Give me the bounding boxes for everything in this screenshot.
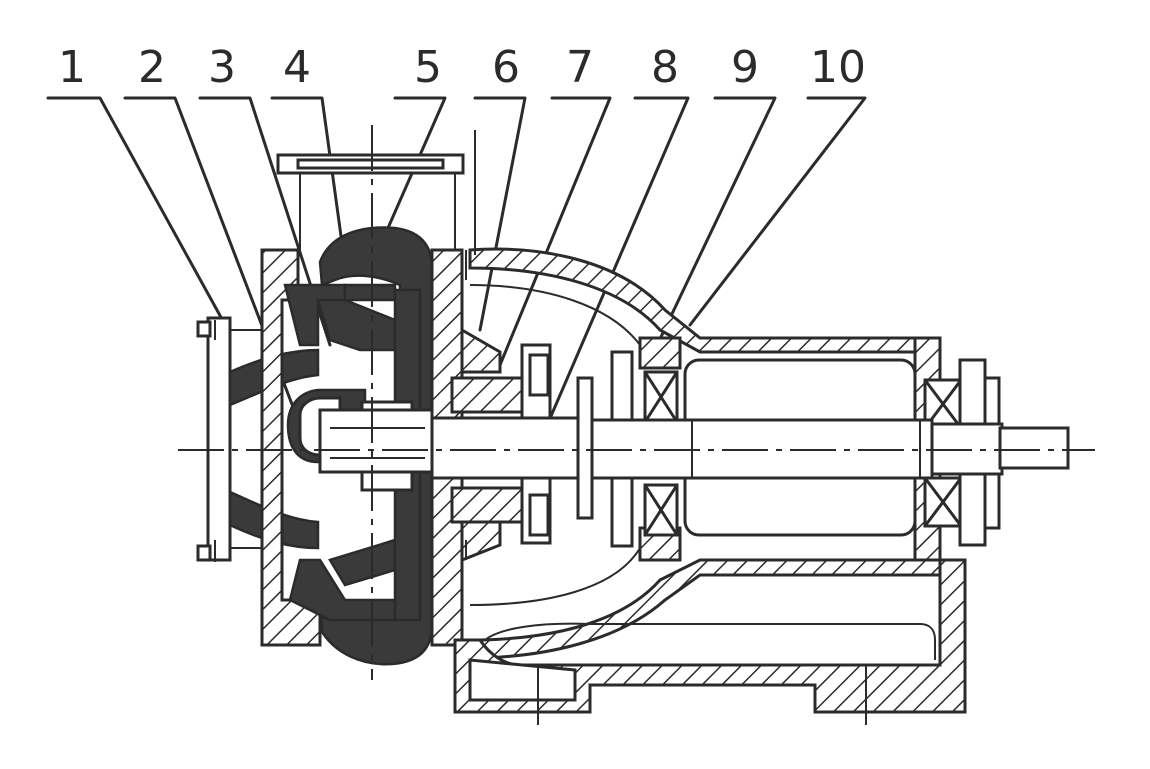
callout-5: 5	[414, 42, 442, 93]
callout-8: 8	[651, 42, 679, 93]
callout-7: 7	[566, 42, 594, 93]
leader-lines	[46, 96, 867, 432]
callout-10: 10	[810, 42, 866, 93]
callout-2: 2	[138, 42, 166, 93]
callout-3: 3	[208, 42, 236, 93]
callout-labels: 1 2 3 4 5 6 7 8 9 10	[58, 42, 866, 93]
bearing-bracket	[453, 247, 967, 714]
bearings	[643, 358, 1001, 547]
callout-9: 9	[731, 42, 759, 93]
pump-shaft	[318, 350, 1070, 548]
callout-6: 6	[492, 42, 520, 93]
center-lines	[178, 125, 1095, 725]
callout-1: 1	[58, 42, 86, 93]
callout-4: 4	[283, 42, 311, 93]
